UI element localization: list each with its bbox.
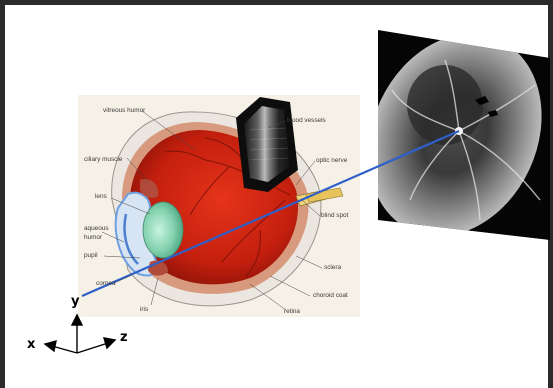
axis-label-y: y <box>71 294 79 309</box>
label-sclera: sclera <box>324 265 341 271</box>
label-lens: lens <box>95 194 107 200</box>
label-retina: retina <box>284 309 300 315</box>
axis-label-x: x <box>27 337 35 352</box>
label-blind-spot: blind spot <box>321 213 348 219</box>
label-ciliary-muscle: ciliary muscle <box>84 157 122 163</box>
label-humor: humor <box>84 235 102 241</box>
label-vitreous-humor: vitreous humor <box>103 108 145 114</box>
label-choroid-coat: choroid coat <box>313 293 348 299</box>
label-blood-vessels: blood vessels <box>287 118 326 124</box>
axis-label-z: z <box>120 330 128 345</box>
eye-cross-section <box>112 112 343 306</box>
label-cornea: cornea <box>96 281 116 287</box>
fundus-image <box>336 5 553 265</box>
label-pupil: pupil <box>84 253 98 259</box>
label-iris: iris <box>140 307 148 313</box>
label-aqueous: aqueous <box>84 226 109 232</box>
label-optic-nerve: optic nerve <box>316 158 347 164</box>
coordinate-axes-icon <box>45 315 115 353</box>
